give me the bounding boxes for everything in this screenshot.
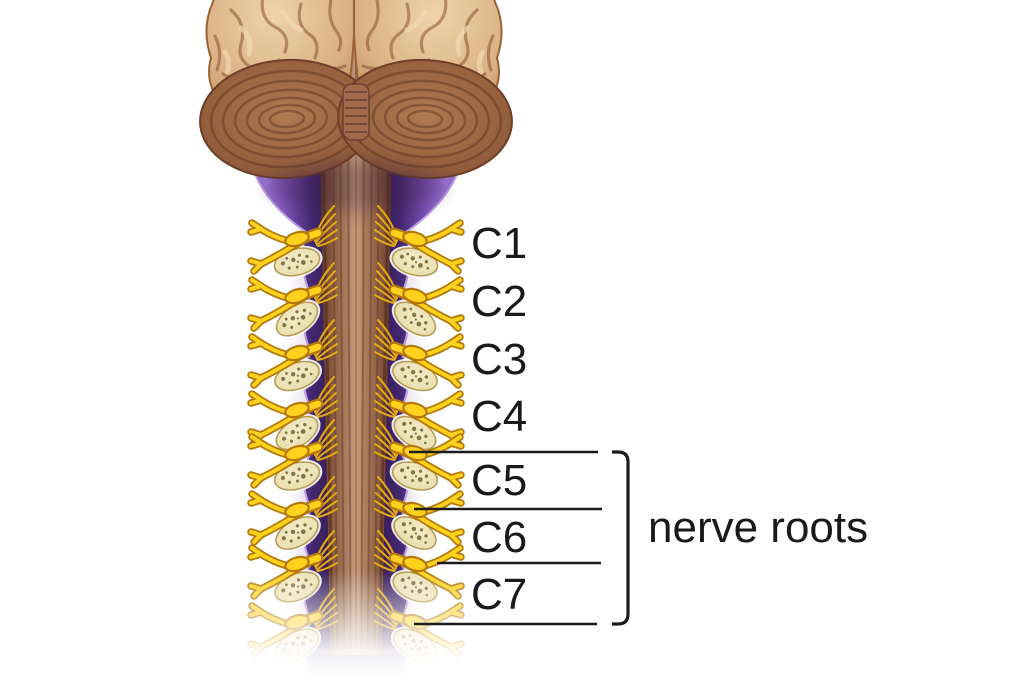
bottom-fade — [226, 570, 476, 683]
nerve-roots-label: nerve roots — [648, 503, 869, 552]
label-c6: C6 — [471, 513, 528, 562]
label-c3: C3 — [471, 335, 528, 384]
annotation-lines — [409, 450, 630, 626]
under-cerebellum-shadow — [266, 160, 446, 212]
label-c2: C2 — [471, 277, 528, 326]
label-c1: C1 — [471, 219, 528, 268]
label-c4: C4 — [471, 392, 528, 441]
label-c7: C7 — [471, 570, 528, 619]
bracket — [612, 450, 630, 626]
brainstem — [342, 83, 370, 141]
label-c5: C5 — [471, 456, 528, 505]
